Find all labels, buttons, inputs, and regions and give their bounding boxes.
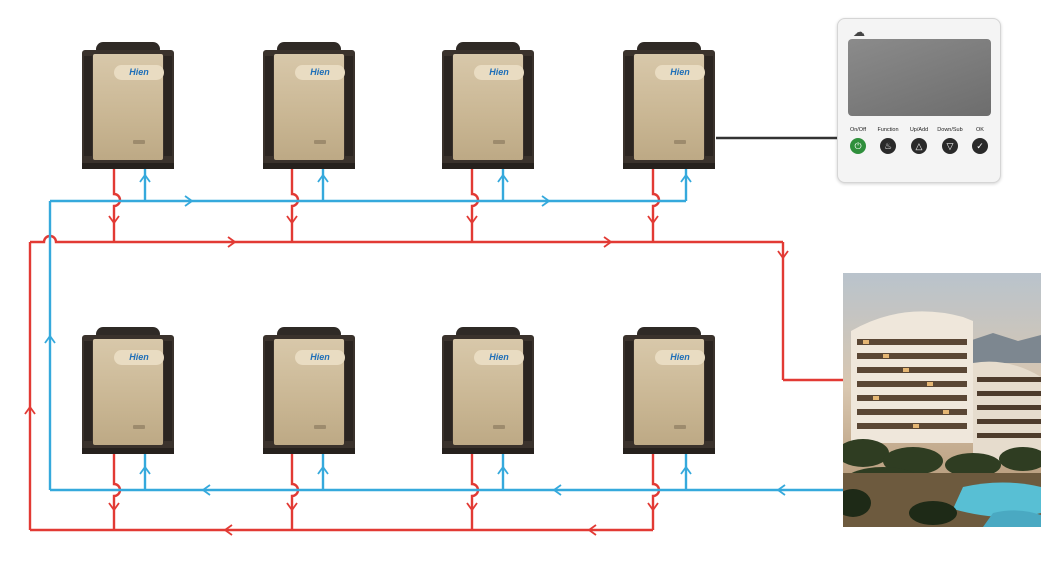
on-off-button[interactable]: On/Off ⏻: [846, 127, 870, 154]
unit-front-panel: Hien: [274, 54, 345, 160]
red-flow-arrow: [108, 502, 120, 512]
blue-flow-arrow: [44, 334, 56, 344]
up-add-label: Up/Add: [909, 127, 929, 133]
red-flow-arrow: [108, 215, 120, 225]
blue-flow-arrow: [139, 465, 151, 475]
blue-flow-arrow: [497, 465, 509, 475]
red-flow-arrow: [587, 524, 597, 536]
unit-front-panel: Hien: [453, 339, 524, 445]
down-sub-button[interactable]: Down/Sub ▽: [937, 127, 963, 154]
red-left-crossover: [30, 234, 116, 244]
red-flow-arrow: [777, 250, 789, 260]
heat-pump-unit: Hien: [82, 327, 174, 454]
brand-logo: Hien: [114, 65, 164, 80]
red-flow-arrow: [647, 502, 659, 512]
controller-screen: [848, 39, 991, 116]
unit-front-panel: Hien: [634, 339, 705, 445]
brand-logo: Hien: [295, 65, 345, 80]
heat-pump-unit: Hien: [623, 327, 715, 454]
ok-button[interactable]: OK ✓: [968, 127, 992, 154]
red-flow-arrow: [603, 236, 613, 248]
blue-flow-arrow: [139, 173, 151, 183]
heat-pump-unit: Hien: [442, 327, 534, 454]
red-drop-1: [112, 168, 122, 242]
heat-pump-unit: Hien: [263, 327, 355, 454]
red-flow-arrow: [286, 502, 298, 512]
blue-flow-arrow: [776, 484, 786, 496]
unit-front-panel: Hien: [274, 339, 345, 445]
ok-label: OK: [976, 127, 984, 133]
heat-pump-unit: Hien: [623, 42, 715, 169]
brand-logo: Hien: [114, 350, 164, 365]
blue-flow-arrow: [317, 465, 329, 475]
power-icon: ⏻: [850, 138, 866, 154]
down-sub-label: Down/Sub: [937, 127, 963, 133]
blue-flow-arrow: [184, 195, 194, 207]
function-button[interactable]: Function ♨: [876, 127, 900, 154]
red-drop-8: [651, 453, 661, 530]
cloud-icon: ☁: [853, 25, 865, 39]
blue-flow-arrow: [201, 484, 211, 496]
on-off-label: On/Off: [849, 127, 867, 133]
red-flow-arrow: [223, 524, 233, 536]
red-drop-3: [470, 168, 480, 242]
red-flow-arrow: [24, 405, 36, 415]
blue-flow-arrow: [497, 173, 509, 183]
down-arrow-icon: ▽: [942, 138, 958, 154]
red-flow-arrow: [286, 215, 298, 225]
red-drop-7: [470, 453, 480, 530]
unit-front-panel: Hien: [634, 54, 705, 160]
red-drop-6: [290, 453, 300, 530]
blue-flow-arrow: [680, 465, 692, 475]
blue-flow-arrow: [552, 484, 562, 496]
brand-logo: Hien: [474, 65, 524, 80]
heat-pump-unit: Hien: [82, 42, 174, 169]
blue-flow-arrow: [317, 173, 329, 183]
red-drop-5: [112, 453, 122, 530]
ok-icon: ✓: [972, 138, 988, 154]
red-flow-arrow: [466, 502, 478, 512]
red-flow-arrow: [227, 236, 237, 248]
unit-front-panel: Hien: [93, 339, 164, 445]
brand-logo: Hien: [655, 350, 705, 365]
up-arrow-icon: △: [911, 138, 927, 154]
unit-front-panel: Hien: [453, 54, 524, 160]
red-drop-2: [290, 168, 300, 242]
blue-flow-arrow: [680, 173, 692, 183]
heat-pump-unit: Hien: [263, 42, 355, 169]
unit-front-panel: Hien: [93, 54, 164, 160]
brand-logo: Hien: [655, 65, 705, 80]
blue-flow-arrow: [541, 195, 551, 207]
up-add-button[interactable]: Up/Add △: [907, 127, 931, 154]
function-label: Function: [877, 127, 899, 133]
hotel-building-image: [843, 273, 1041, 527]
heat-pump-unit: Hien: [442, 42, 534, 169]
brand-logo: Hien: [295, 350, 345, 365]
function-icon: ♨: [880, 138, 896, 154]
brand-logo: Hien: [474, 350, 524, 365]
red-drop-4: [651, 168, 661, 242]
red-flow-arrow: [466, 215, 478, 225]
wired-controller: ☁ On/Off ⏻ Function ♨ Up/Add △ Down/Sub …: [837, 18, 1001, 183]
red-flow-arrow: [647, 215, 659, 225]
